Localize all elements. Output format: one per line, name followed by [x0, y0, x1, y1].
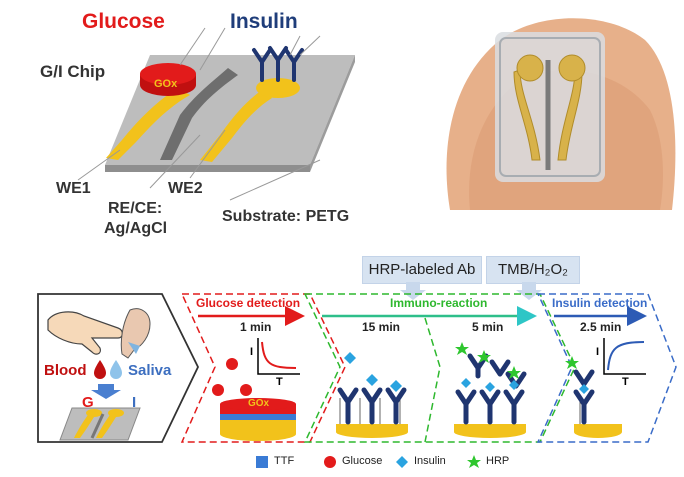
substrate-front — [105, 165, 310, 172]
saliva-drop-icon — [110, 360, 122, 379]
legend-hrp-label: HRP — [486, 455, 510, 467]
legend-insulin-icon — [396, 456, 408, 468]
immuno-reaction-label: Immuno-reaction — [390, 296, 488, 310]
legend-ttf-label: TTF — [274, 455, 295, 467]
legend-glucose-label: Glucose — [342, 455, 383, 467]
we2-pad — [256, 78, 300, 98]
glucose-electrode-stack — [220, 398, 296, 441]
insulin-title: Insulin — [230, 10, 298, 33]
sample-down-arrow — [91, 384, 121, 399]
insulin-plot-xlabel: T — [622, 376, 629, 388]
glucose-title: Glucose — [82, 10, 165, 33]
hrp-down-arrow — [400, 282, 426, 300]
process-diagram — [37, 282, 677, 468]
chip-photo — [410, 0, 684, 210]
immuno-step1 — [336, 352, 408, 438]
rece-label-1: RE/CE: — [108, 200, 163, 217]
tmb-down-arrow — [516, 282, 542, 300]
insulin-current-plot — [603, 338, 646, 375]
immuno-step2 — [454, 342, 527, 438]
insulin-detection-label: Insulin detection — [552, 296, 648, 310]
legend-insulin-label: Insulin — [414, 455, 446, 467]
legend-hrp-icon — [467, 455, 481, 468]
tmb-box: TMB/H₂O₂ — [486, 256, 580, 284]
saliva-figure — [120, 308, 151, 359]
glucose-plot-xlabel: T — [276, 376, 283, 388]
chip-schematic — [77, 27, 355, 201]
insulin-step — [565, 356, 622, 438]
i-label: I — [132, 394, 137, 411]
insulin-plot-ylabel: I — [596, 346, 600, 358]
rece-electrode — [160, 68, 238, 160]
insulin-time: 2.5 min — [580, 320, 622, 334]
glucose-time: 1 min — [240, 320, 272, 334]
rece-label-2: Ag/AgCl — [104, 220, 168, 237]
immuno-time-5: 5 min — [472, 320, 504, 334]
immuno-inner-frame — [424, 317, 441, 443]
chip-label: G/I Chip — [40, 62, 106, 81]
insulin-step-frame — [536, 293, 677, 443]
gox-disk — [140, 63, 196, 85]
insulin-antibodies — [252, 46, 304, 82]
legend-ttf-icon — [256, 456, 268, 468]
legend-glucose-icon — [324, 456, 336, 468]
immuno-time-15: 15 min — [362, 320, 401, 334]
gox-label: GOx — [154, 78, 178, 90]
we2-label: WE2 — [168, 180, 203, 197]
glucose-plot-ylabel: I — [250, 346, 254, 358]
gox-small-label: GOx — [248, 398, 270, 409]
substrate-label: Substrate: PETG — [222, 208, 350, 225]
substrate-side — [310, 55, 355, 172]
saliva-label: Saliva — [128, 362, 172, 379]
glucose-detection-label: Glucose detection — [196, 296, 301, 310]
blood-drop-icon — [94, 360, 106, 379]
finger-icon — [47, 311, 124, 355]
we1-electrode — [106, 88, 190, 160]
hrp-ab-box: HRP-labeled Ab — [362, 256, 482, 284]
we2-electrode — [200, 90, 272, 162]
glucose-molecules — [212, 358, 252, 396]
blood-label: Blood — [44, 362, 87, 379]
we1-label: WE1 — [56, 180, 91, 197]
g-label: G — [82, 394, 94, 411]
glucose-current-plot — [257, 338, 300, 375]
